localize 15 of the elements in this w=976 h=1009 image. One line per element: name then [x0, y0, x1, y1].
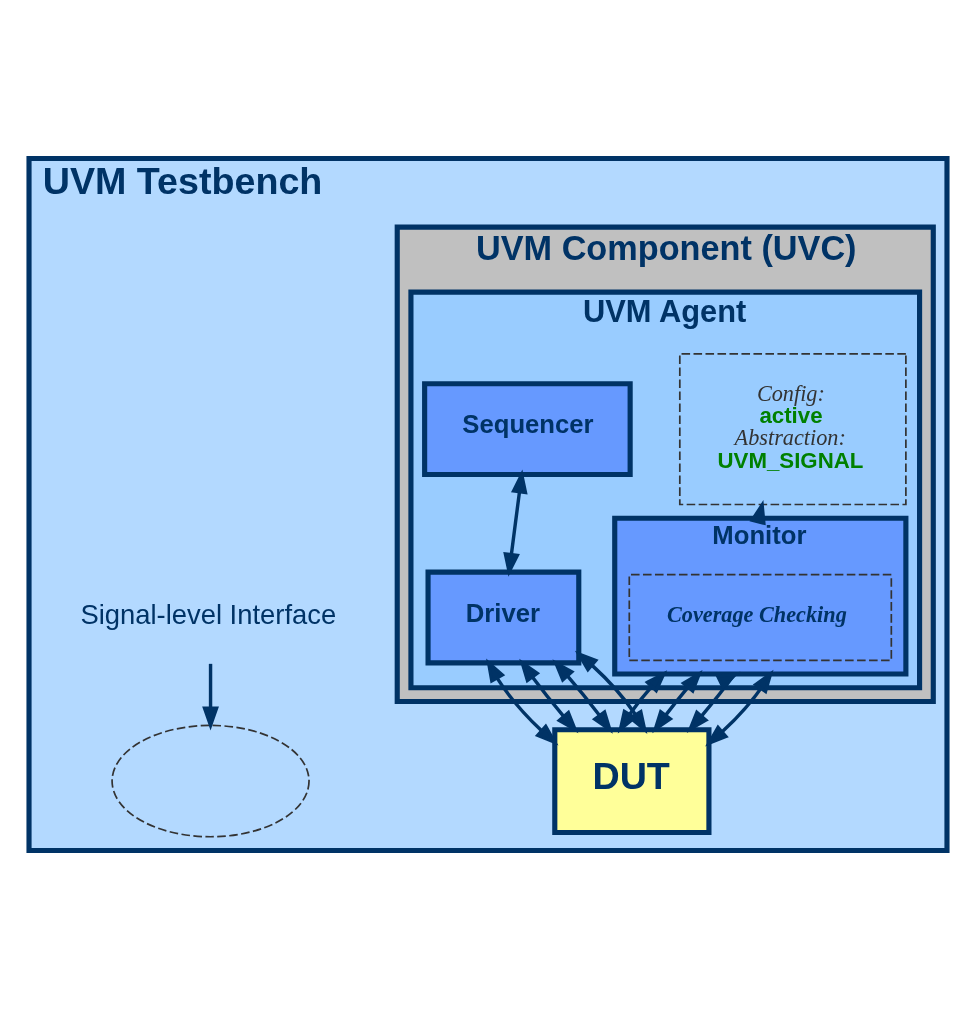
node-box: Driver — [425, 569, 582, 666]
arrow — [552, 659, 613, 734]
arrow — [705, 669, 774, 747]
arrow — [686, 671, 741, 734]
arrow — [486, 658, 559, 746]
node-box: Coverage Checking — [628, 573, 893, 662]
arrow — [202, 663, 219, 731]
arrow — [503, 469, 528, 577]
node-text: Signal-level Interface — [80, 599, 337, 631]
arrow — [652, 670, 703, 734]
node-box: Config: active Abstraction: UVM_SIGNAL — [678, 352, 907, 506]
arrow — [519, 658, 579, 734]
node-box: DUT — [552, 727, 712, 836]
node-box: Sequencer — [422, 381, 633, 478]
node-ellipse — [111, 724, 310, 838]
